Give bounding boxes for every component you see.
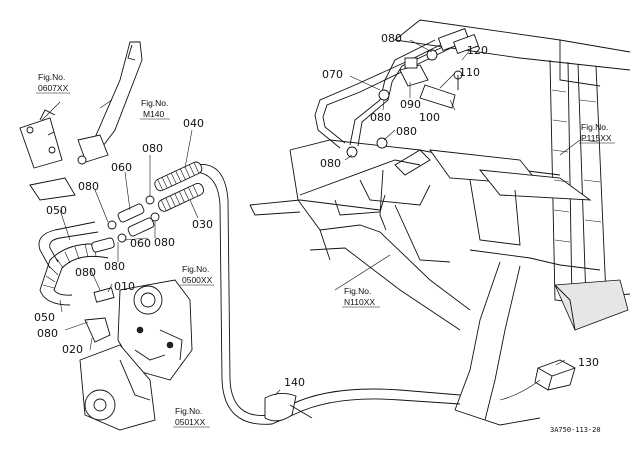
part-labels: 080 120 110 070 090 080 100 080 080 040 … xyxy=(34,32,599,389)
part-label: 080 xyxy=(381,32,402,45)
figure-ref: Fig.No. 0500XX xyxy=(180,264,214,286)
part-label: 070 xyxy=(322,68,343,81)
part-label: 130 xyxy=(578,356,599,369)
part-label: 060 xyxy=(130,237,151,250)
part-label: 090 xyxy=(400,98,421,111)
part-label: 080 xyxy=(78,180,99,193)
part-label: 030 xyxy=(192,218,213,231)
part-label: 080 xyxy=(370,111,391,124)
part-label: 040 xyxy=(183,117,204,130)
part-label: 080 xyxy=(396,125,417,138)
corrugated-hose-050 xyxy=(38,221,115,306)
part-label: 080 xyxy=(37,327,58,340)
figure-ref: Fig.No. M140 xyxy=(140,98,170,120)
svg-text:0501XX: 0501XX xyxy=(175,417,206,427)
figure-ref: Fig.No. 0607XX xyxy=(36,72,70,94)
part-label: 020 xyxy=(62,343,83,356)
part-label: 110 xyxy=(459,66,480,79)
svg-text:Fig.No.: Fig.No. xyxy=(175,406,202,416)
svg-text:Fig.No.: Fig.No. xyxy=(38,72,65,82)
part-label: 050 xyxy=(34,311,55,324)
water-pump-engine xyxy=(79,279,193,431)
figure-ref: Fig.No. N110XX xyxy=(342,286,380,308)
long-heater-hose xyxy=(189,164,461,425)
left-bracket-assembly xyxy=(19,41,143,201)
part-label: 080 xyxy=(75,266,96,279)
sensor-block-130 xyxy=(499,359,576,401)
part-label: 140 xyxy=(284,376,305,389)
part-label: 060 xyxy=(111,161,132,174)
part-label: 080 xyxy=(104,260,125,273)
svg-text:Fig.No.: Fig.No. xyxy=(182,264,209,274)
svg-text:Fig.No.: Fig.No. xyxy=(344,286,371,296)
svg-text:Fig.No.: Fig.No. xyxy=(141,98,168,108)
part-label: 010 xyxy=(114,280,135,293)
part-label: 080 xyxy=(142,142,163,155)
heater-hose-assembly xyxy=(314,28,479,231)
part-label: 120 xyxy=(467,44,488,57)
figure-ref: Fig.No. 0501XX xyxy=(173,406,210,428)
part-label: 080 xyxy=(154,236,175,249)
leader-lines xyxy=(41,39,581,396)
svg-text:P115XX: P115XX xyxy=(581,133,612,143)
svg-text:0500XX: 0500XX xyxy=(182,275,213,285)
part-label: 050 xyxy=(46,204,67,217)
svg-text:M140: M140 xyxy=(143,109,165,119)
figure-ref: Fig.No. P115XX xyxy=(579,122,615,144)
svg-text:Fig.No.: Fig.No. xyxy=(581,122,608,132)
part-label: 100 xyxy=(419,111,440,124)
drawing-reference: 3A750-113-20 xyxy=(550,426,601,434)
corrugated-hoses xyxy=(107,161,205,243)
figure-references: Fig.No. 0607XX Fig.No. M140 Fig.No. P115… xyxy=(36,72,615,428)
part-label: 080 xyxy=(320,157,341,170)
svg-text:N110XX: N110XX xyxy=(344,297,375,307)
svg-text:0607XX: 0607XX xyxy=(38,83,69,93)
chassis-frame xyxy=(249,19,630,426)
